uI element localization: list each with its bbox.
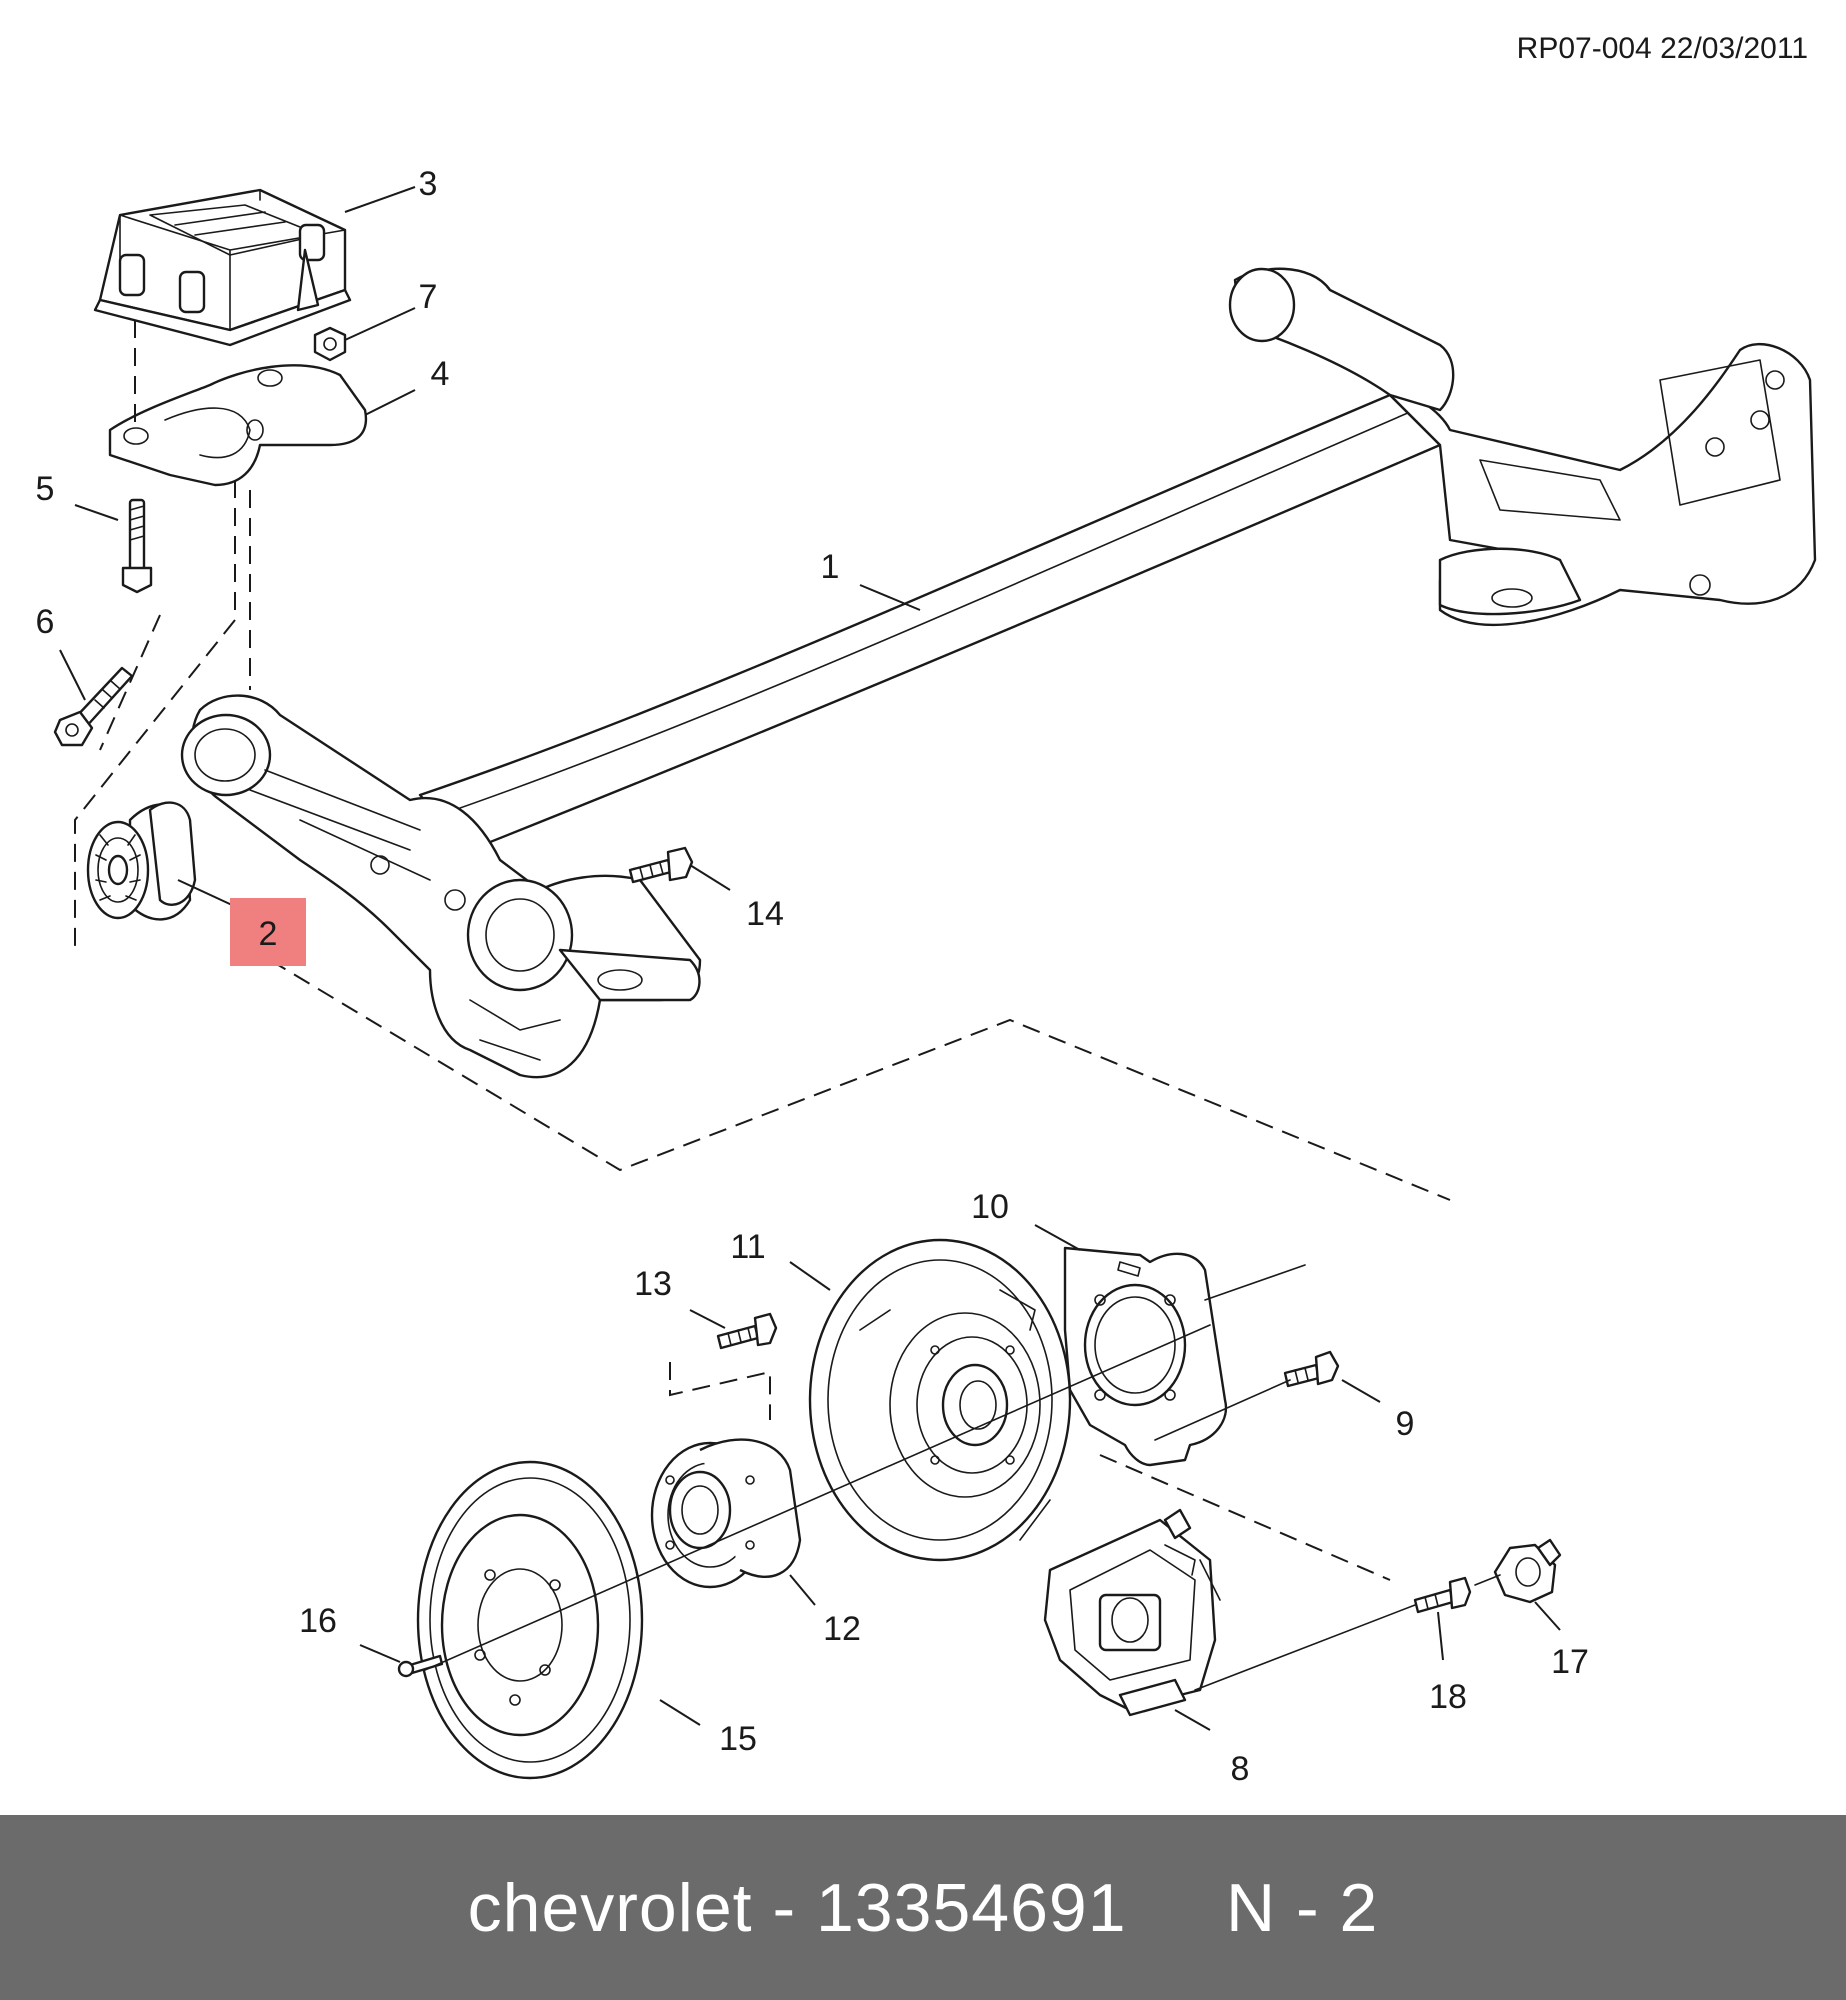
callout-2: 2	[259, 915, 278, 953]
callout-13: 13	[634, 1265, 672, 1303]
leader-lines	[59, 186, 1561, 1731]
mounting-guide-lines	[74, 320, 1451, 1201]
callout-5: 5	[36, 470, 55, 508]
dust-shield-part	[808, 1238, 1072, 1562]
module-part	[93, 188, 352, 347]
stud-guide-lines	[669, 1362, 771, 1420]
callout-10: 10	[971, 1188, 1009, 1226]
callout-15: 15	[719, 1720, 757, 1758]
hub-bearing-part	[650, 1438, 802, 1589]
callout-12: 12	[823, 1610, 861, 1648]
bleeder-screw-18-part	[1413, 1576, 1472, 1614]
callout-6: 6	[36, 603, 55, 641]
diagram-reference: RP07-004 22/03/2011	[1517, 32, 1808, 65]
callout-4: 4	[431, 355, 450, 393]
callout-labels: 1 2 3 4 5 6 7 8 9 10 11 12 13 14 15 16 1…	[36, 165, 1589, 1788]
bleeder-cap-17-part	[1493, 1538, 1562, 1604]
assembly-axis-lines	[424, 1264, 1501, 1691]
bolt-6-part	[53, 666, 134, 747]
bracket-part	[108, 364, 368, 487]
caliper-part	[1043, 1508, 1221, 1717]
callout-18: 18	[1429, 1678, 1467, 1716]
callout-7: 7	[419, 278, 438, 316]
highlight-box	[230, 898, 306, 966]
callout-9: 9	[1396, 1405, 1415, 1443]
screw-16-part	[397, 1654, 444, 1678]
stud-13-part	[716, 1312, 778, 1350]
bushing-part	[86, 801, 197, 921]
callout-14: 14	[746, 895, 784, 933]
bolt-5-part	[121, 498, 153, 594]
knuckle-part	[1063, 1246, 1228, 1467]
parts-diagram: RP07-004 22/03/2011	[36, 32, 1817, 1788]
callout-16: 16	[299, 1602, 337, 1640]
footer-part-label: chevrolet - 13354691 N - 2	[467, 1869, 1379, 1946]
bolt-14-part	[628, 846, 694, 884]
callout-17: 17	[1551, 1643, 1589, 1681]
brake-disc-part	[416, 1460, 644, 1780]
nut-part	[313, 326, 347, 362]
footer-banner: chevrolet - 13354691 N - 2	[0, 1815, 1846, 2000]
callout-11: 11	[730, 1228, 765, 1266]
callout-8: 8	[1231, 1750, 1250, 1788]
bolt-9-part	[1283, 1350, 1340, 1388]
callout-1: 1	[821, 548, 840, 586]
callout-3: 3	[419, 165, 438, 203]
axle-beam-part	[180, 267, 1817, 1079]
